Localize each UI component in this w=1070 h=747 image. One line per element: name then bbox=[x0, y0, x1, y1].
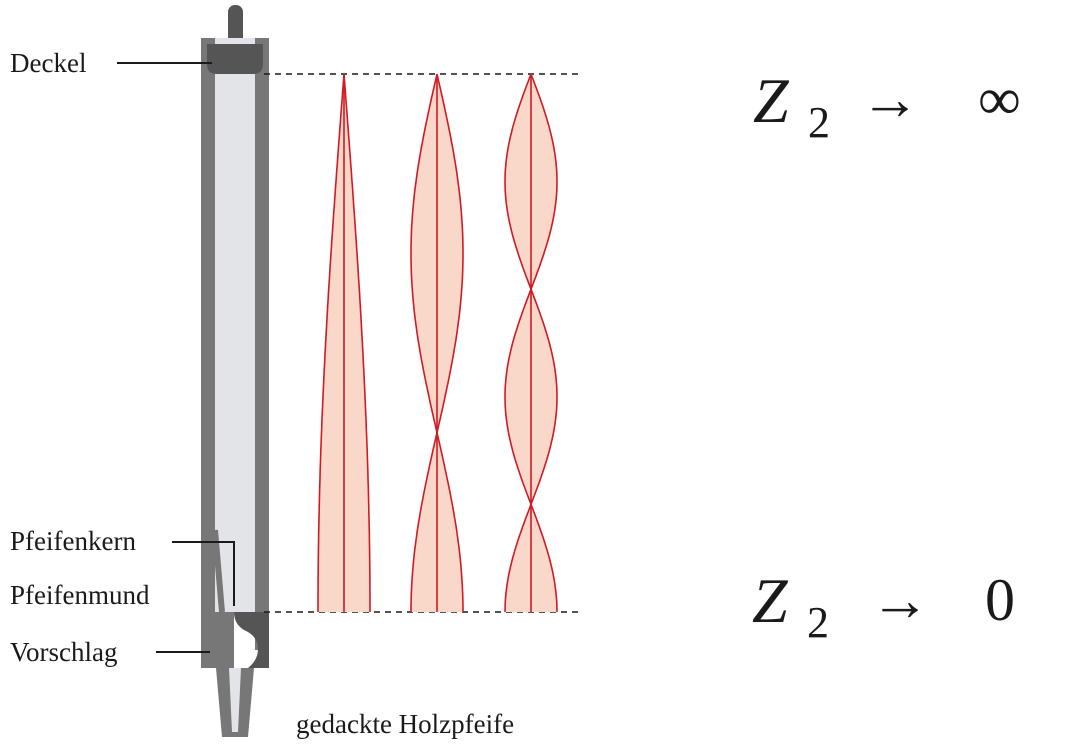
stopper-cap bbox=[207, 44, 263, 74]
pipe-bore bbox=[215, 38, 255, 612]
mouth-lip bbox=[212, 529, 225, 613]
bottom-subscript: 2 bbox=[807, 598, 829, 647]
standing-wave-modes bbox=[317, 73, 558, 613]
bottom-limit: 0 bbox=[985, 567, 1015, 633]
boundary-bottom-formula: Z 2 → 0 bbox=[752, 565, 1015, 647]
label-pfeifenmund: Pfeifenmund bbox=[10, 580, 150, 610]
mode-1-envelope-left bbox=[317, 73, 345, 612]
pipe-base bbox=[201, 612, 234, 668]
pipe-wall-left bbox=[201, 38, 215, 650]
caption: gedackte Holzpfeife bbox=[296, 709, 514, 739]
bottom-symbol: Z bbox=[752, 565, 789, 636]
mode-2-envelope-right bbox=[436, 73, 464, 612]
mode-3-envelope-right bbox=[530, 73, 558, 613]
pipe-drawing bbox=[201, 5, 269, 737]
pipe-labels: Deckel Pfeifenkern Pfeifenmund Vorschlag… bbox=[10, 48, 514, 739]
mode-1-envelope-right bbox=[343, 73, 371, 612]
label-pfeifenkern: Pfeifenkern bbox=[10, 526, 136, 556]
pipe-wall-right bbox=[255, 38, 269, 650]
languid-block bbox=[234, 612, 269, 668]
top-arrow: → bbox=[860, 66, 920, 132]
bottom-arrow: → bbox=[870, 567, 930, 633]
label-deckel: Deckel bbox=[10, 48, 86, 78]
top-subscript: 2 bbox=[808, 98, 830, 147]
top-limit: ∞ bbox=[978, 66, 1021, 132]
mode-2-envelope-left bbox=[410, 73, 438, 612]
boundary-top-formula: Z 2 → ∞ bbox=[753, 65, 1021, 147]
top-symbol: Z bbox=[753, 65, 790, 136]
label-vorschlag: Vorschlag bbox=[10, 637, 118, 667]
leader-pfeifenkern bbox=[172, 541, 235, 606]
pipe-foot-bore bbox=[229, 668, 241, 732]
mode-3-envelope-left bbox=[504, 73, 532, 613]
